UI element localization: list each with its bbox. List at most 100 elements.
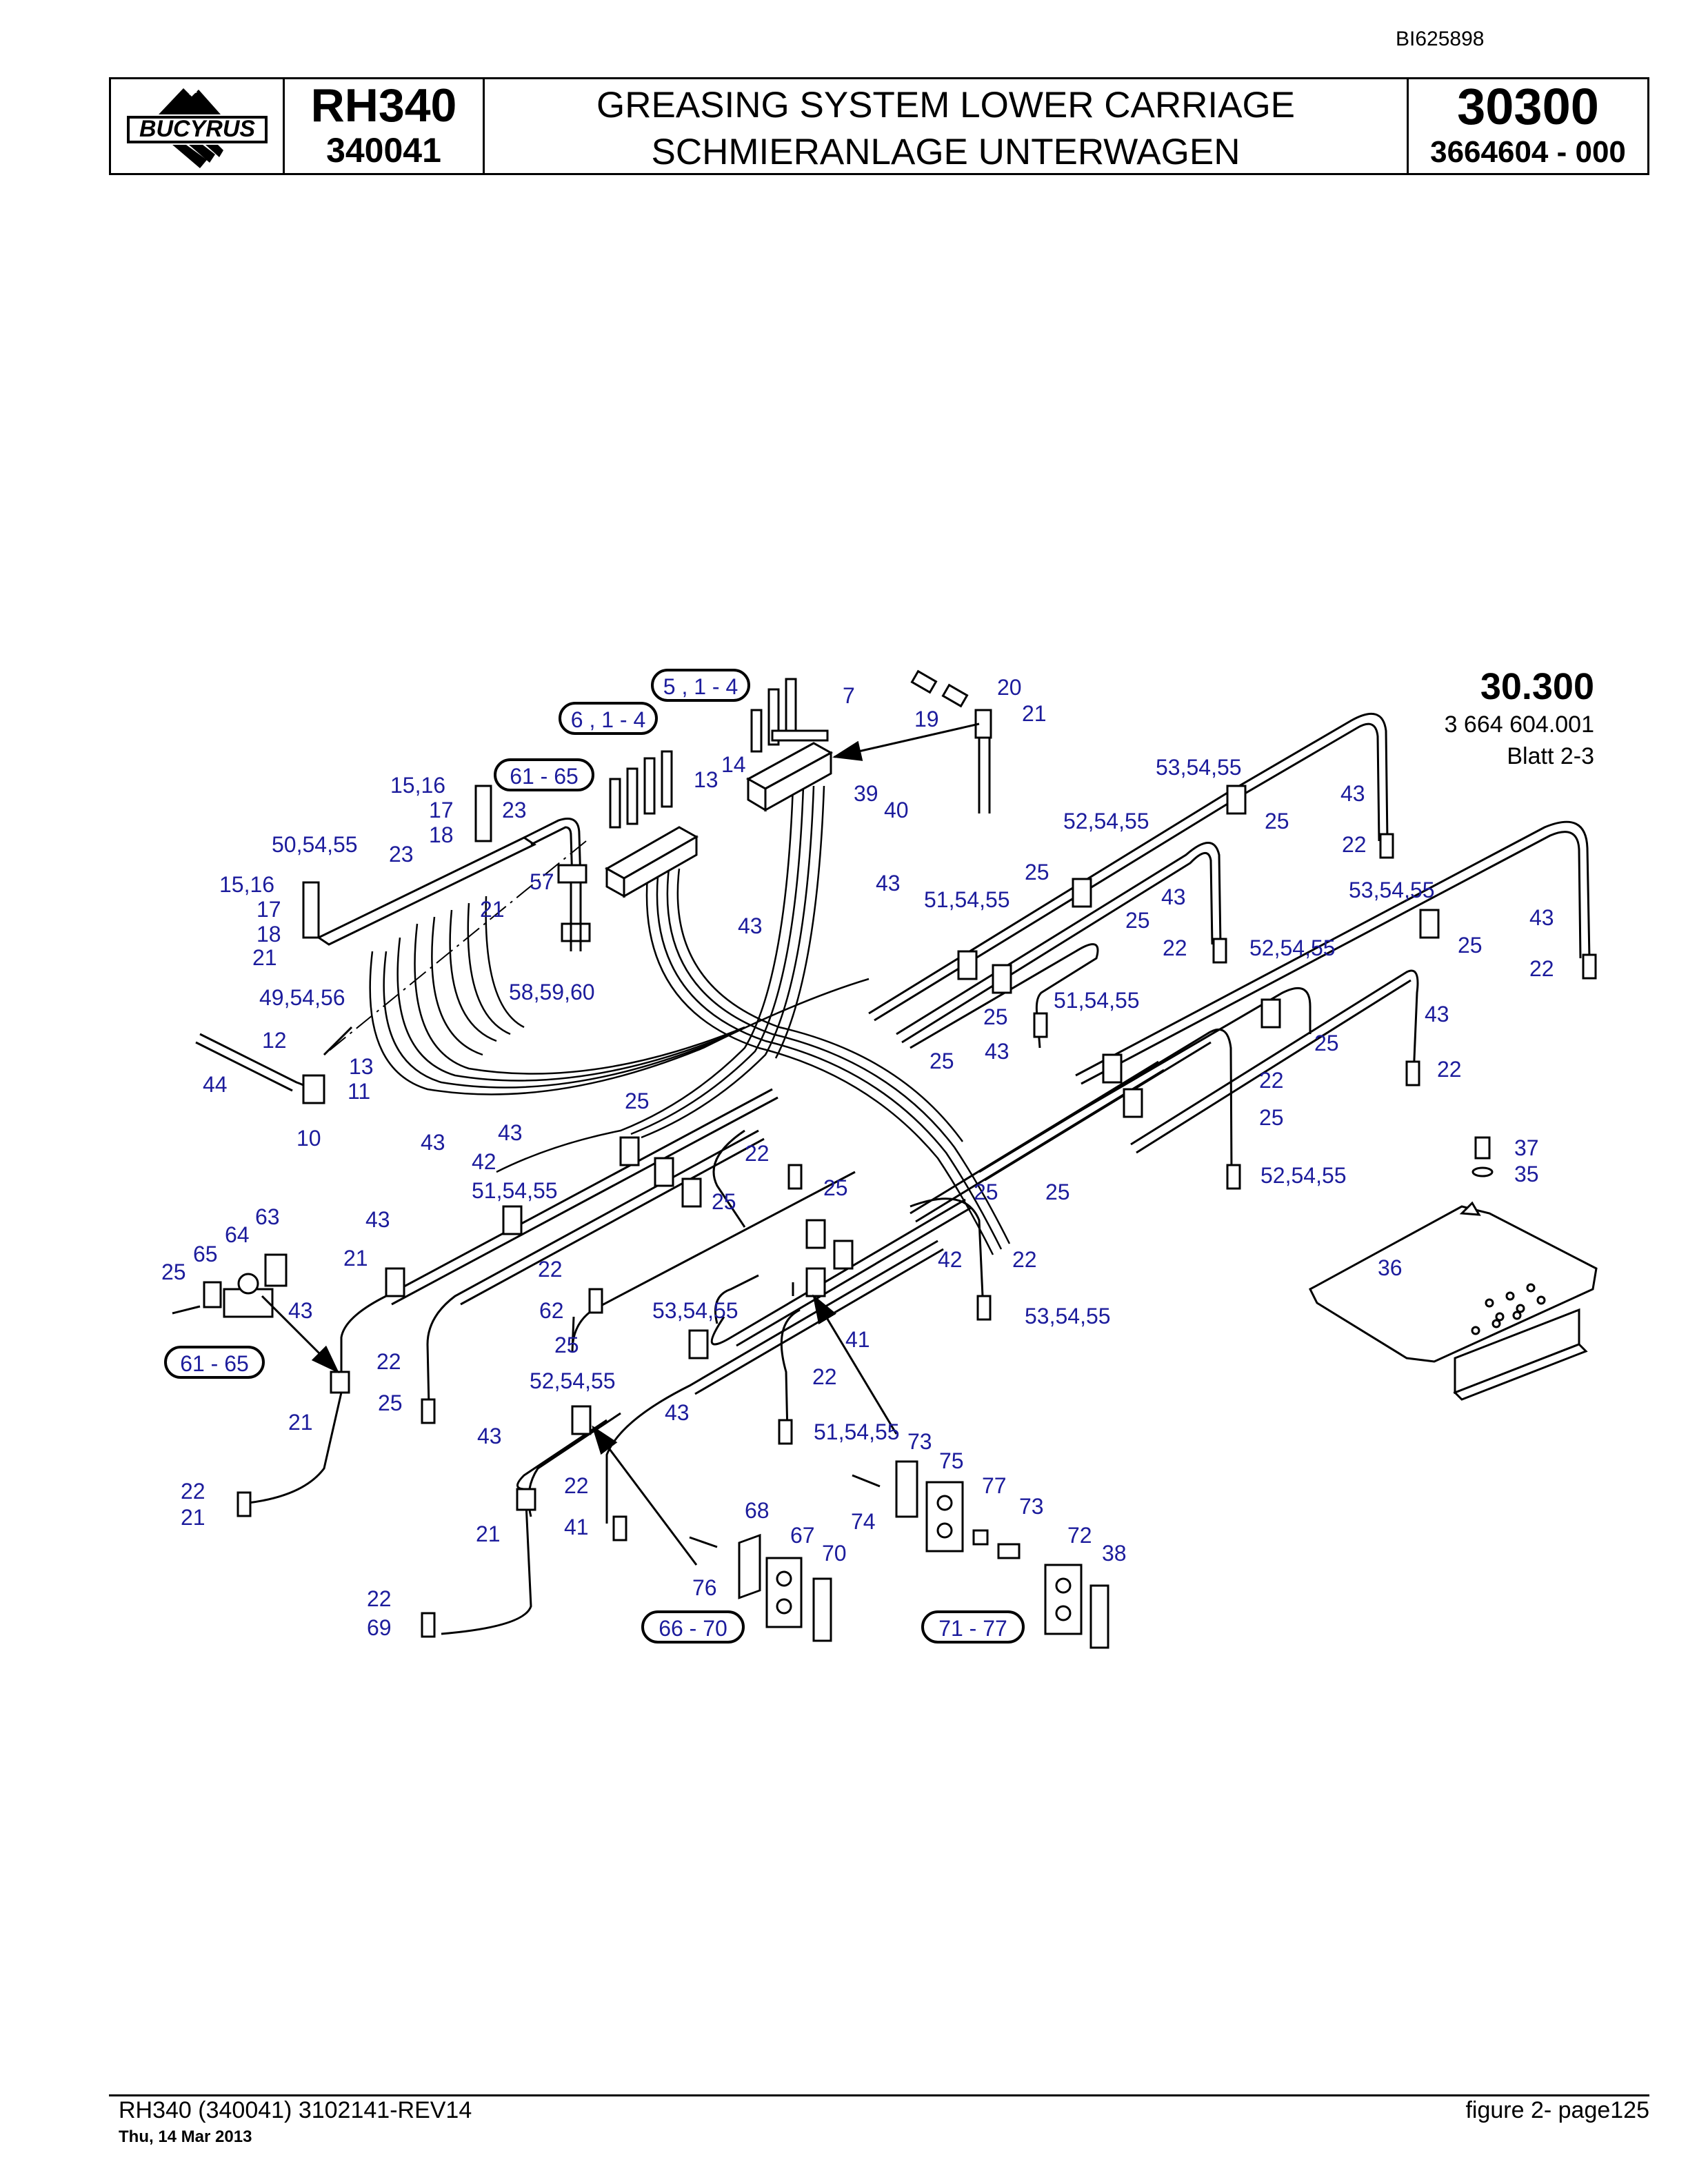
item-label: 39	[854, 781, 878, 806]
hose-44	[195, 1026, 353, 1104]
item-label: 11	[348, 1079, 370, 1104]
item-label: 43	[365, 1207, 390, 1232]
item-label: 25	[823, 1175, 848, 1200]
callout-texts: 5 , 1 - 4 6 , 1 - 4 61 - 65 61 - 65 66 -…	[180, 674, 1007, 1641]
drawing-number: 3 664 604.001	[1444, 711, 1594, 738]
callout-group-71: 71 - 77	[938, 1616, 1007, 1641]
model-name: RH340	[310, 79, 457, 132]
callout-group-66: 66 - 70	[659, 1616, 727, 1641]
footer-rule	[109, 2094, 1649, 2096]
centerline	[323, 840, 587, 1055]
figure-reference: 30.300 3 664 604.001 Blatt 2-3	[1445, 665, 1594, 772]
footer-date: Thu, 14 Mar 2013	[119, 2127, 252, 2146]
item-label: 25	[974, 1180, 998, 1204]
item-label: 74	[851, 1509, 876, 1534]
item-label: 22	[812, 1364, 837, 1389]
item-label: 41	[845, 1327, 870, 1352]
figure-number: 30.300	[1480, 666, 1594, 707]
item-label: 44	[203, 1072, 228, 1097]
title-english: GREASING SYSTEM LOWER CARRIAGE	[596, 85, 1296, 125]
item-label: 21	[288, 1410, 313, 1435]
item-label: 7	[843, 683, 855, 708]
item-label: 43	[665, 1400, 690, 1425]
fitting-assembly-top	[910, 669, 992, 813]
item-label: 25	[712, 1189, 736, 1214]
item-label: 72	[1067, 1523, 1092, 1548]
item-label: 35	[1514, 1162, 1539, 1186]
item-label: 43	[477, 1424, 502, 1448]
item-label: 25	[1265, 809, 1289, 833]
item-label: 22	[564, 1473, 589, 1498]
item-label: 25	[1314, 1031, 1339, 1055]
item-label: 10	[297, 1126, 321, 1151]
group-number-cell: 30300 3664604 - 000	[1409, 79, 1647, 173]
item-label: 52,54,55	[1063, 809, 1149, 833]
item-label: 43	[498, 1120, 523, 1145]
distributor-lower	[604, 750, 699, 898]
serial-number: 340041	[326, 131, 441, 170]
item-label: 51,54,55	[814, 1419, 900, 1444]
item-label: 12	[262, 1028, 287, 1053]
item-label: 40	[884, 798, 909, 822]
item-label: 43	[738, 913, 763, 938]
item-label: 21	[181, 1505, 205, 1530]
item-label: 52,54,55	[1260, 1163, 1347, 1188]
callout-bubbles	[164, 669, 1025, 1644]
item-label: 51,54,55	[472, 1178, 558, 1203]
item-label: 43	[985, 1039, 1009, 1064]
item-label: 62	[539, 1298, 564, 1323]
item-label: 43	[421, 1130, 445, 1155]
item-label: 22	[745, 1141, 770, 1166]
brand-logo-text: BUCYRUS	[139, 116, 254, 142]
callout-group-61-left: 61 - 65	[180, 1351, 249, 1376]
leader-arrows	[261, 722, 980, 1566]
item-label: 22	[1437, 1057, 1462, 1082]
item-label: 21	[1022, 701, 1047, 726]
item-label: 22	[181, 1479, 205, 1504]
item-label: 22	[538, 1257, 563, 1282]
item-label: 43	[1161, 884, 1186, 909]
callout-bubble-5	[651, 669, 750, 702]
item-label: 25	[378, 1391, 403, 1415]
item-label: 42	[472, 1149, 496, 1174]
item-label: 18	[429, 822, 454, 847]
item-label: 73	[907, 1429, 932, 1454]
title-block: BUCYRUS RH340 340041 GREASING SYSTEM LOW…	[109, 77, 1649, 175]
item-label: 25	[1125, 908, 1150, 933]
document-id: BI625898	[1396, 28, 1485, 50]
item-label: 51,54,55	[924, 887, 1010, 912]
item-label: 21	[343, 1246, 368, 1271]
item-label: 77	[982, 1473, 1007, 1498]
item-label: 52,54,55	[530, 1368, 616, 1393]
part-number: 3664604 - 000	[1430, 135, 1626, 169]
item-label: 43	[1425, 1002, 1449, 1027]
title-german: SCHMIERANLAGE UNTERWAGEN	[651, 132, 1240, 172]
item-label: 37	[1514, 1135, 1539, 1160]
item-label: 15,16	[390, 773, 445, 798]
callout-group-5: 5 , 1 - 4	[663, 674, 738, 699]
distributor-upper	[745, 678, 834, 812]
item-label: 15,16	[219, 872, 274, 897]
item-label: 64	[225, 1222, 250, 1247]
brand-logo-cell: BUCYRUS	[111, 79, 285, 173]
clamp-kit-61-65	[172, 1253, 288, 1318]
item-label: 38	[1102, 1541, 1127, 1566]
item-label: 25	[1045, 1180, 1070, 1204]
item-label: 69	[367, 1615, 392, 1640]
item-label: 19	[914, 707, 939, 731]
item-label: 75	[939, 1448, 964, 1473]
item-label: 25	[1458, 933, 1483, 958]
clamp-kit-71-77	[852, 1460, 1109, 1649]
item-label: 22	[1259, 1068, 1284, 1093]
hose-lower-left	[248, 1088, 984, 1635]
item-label: 21	[480, 897, 505, 922]
item-label: 67	[790, 1523, 815, 1548]
clamps	[330, 785, 1440, 1511]
callout-bubble-66	[641, 1610, 745, 1644]
callout-bubble-61-top	[494, 758, 594, 791]
callout-group-61-top: 61 - 65	[510, 764, 579, 789]
item-label: 17	[429, 798, 454, 822]
item-label: 53,54,55	[652, 1298, 738, 1323]
item-label: 76	[692, 1575, 717, 1600]
